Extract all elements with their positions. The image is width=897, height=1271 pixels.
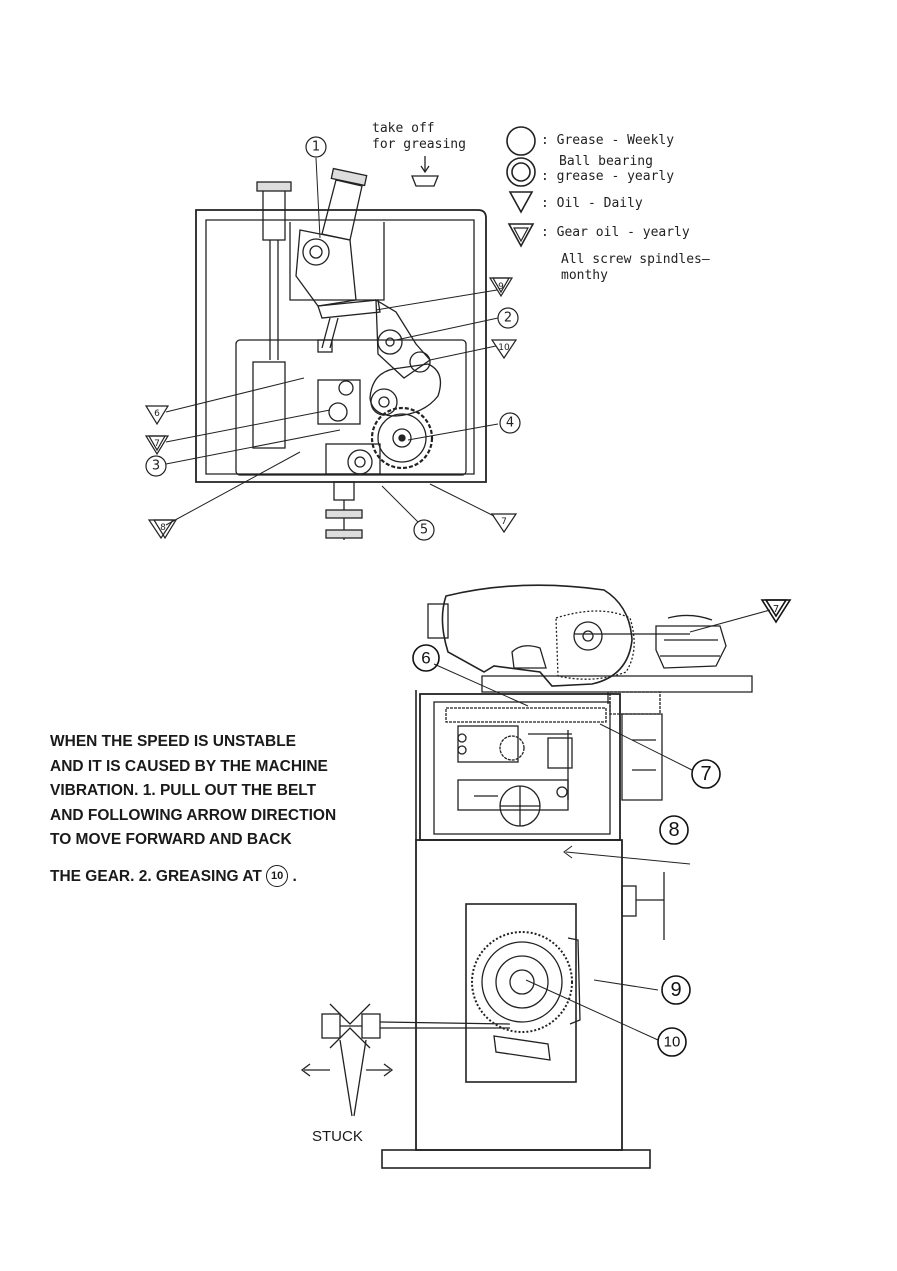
callout-7: 7: [700, 763, 711, 785]
legend-oil: : Oil - Daily: [541, 196, 643, 211]
gearbox-top-view: [195, 156, 487, 540]
triangle-callout-10: 10: [498, 343, 510, 353]
triangle-callout-7a: 7: [154, 439, 160, 449]
callout-5: 5: [420, 523, 428, 538]
legend-gear-oil: : Gear oil - yearly: [541, 225, 690, 240]
triangle-callout-6: 6: [154, 409, 160, 419]
legend-spindles-1: All screw spindles—: [561, 252, 710, 267]
note-line-6: THE GEAR. 2. GREASING AT 10 .: [50, 865, 390, 890]
callout-4: 4: [506, 416, 514, 431]
callout-6: 6: [421, 649, 430, 668]
triangle-callout-7b: 7: [501, 517, 507, 527]
stuck-label: STUCK: [312, 1128, 363, 1145]
legend-grease: : Grease - Weekly: [541, 133, 674, 148]
take-off-label-line1: take off: [372, 121, 435, 136]
top-leader-lines: [165, 157, 499, 526]
legend-spindles-2: monthy: [561, 268, 608, 283]
callout-2: 2: [504, 311, 512, 326]
note-line: VIBRATION. 1. PULL OUT THE BELT: [50, 782, 317, 799]
machine-side-view: [300, 584, 753, 1169]
legend-ball-bearing-1: Ball bearing: [559, 154, 653, 169]
triangle-callout-9: 9: [498, 282, 504, 292]
callout-1: 1: [312, 140, 320, 155]
callout-3: 3: [152, 459, 160, 474]
triangle-callout-7-bottom: 7: [773, 604, 779, 615]
legend-ball-bearing-2: : grease - yearly: [541, 169, 674, 184]
bottom-leader-lines: [433, 609, 771, 1041]
note-line6-prefix: THE GEAR. 2. GREASING AT: [50, 867, 262, 885]
callout-9: 9: [670, 979, 681, 1001]
take-off-label-line2: for greasing: [372, 137, 466, 152]
note-line6-suffix: .: [288, 867, 297, 885]
note-line: AND IT IS CAUSED BY THE MACHINE: [50, 757, 328, 775]
circle-grease-icon: [506, 126, 536, 156]
double-circle-bearing-icon: [506, 157, 536, 187]
callout-8: 8: [668, 819, 679, 841]
callout-10: 10: [664, 1034, 681, 1051]
note-ref-circle: 10: [266, 865, 289, 888]
note-line: AND FOLLOWING ARROW DIRECTION: [50, 806, 337, 824]
double-triangle-gear-oil-icon: [507, 223, 535, 248]
note-line: WHEN THE SPEED IS UNSTABLE: [50, 733, 297, 750]
note-line: TO MOVE FORWARD AND BACK: [50, 831, 292, 848]
triangle-callout-8: 8: [160, 523, 166, 533]
triangle-oil-icon: [508, 191, 534, 214]
instruction-note: WHEN THE SPEED IS UNSTABLE AND IT IS CAU…: [50, 730, 390, 889]
legend-symbols: [506, 126, 536, 248]
